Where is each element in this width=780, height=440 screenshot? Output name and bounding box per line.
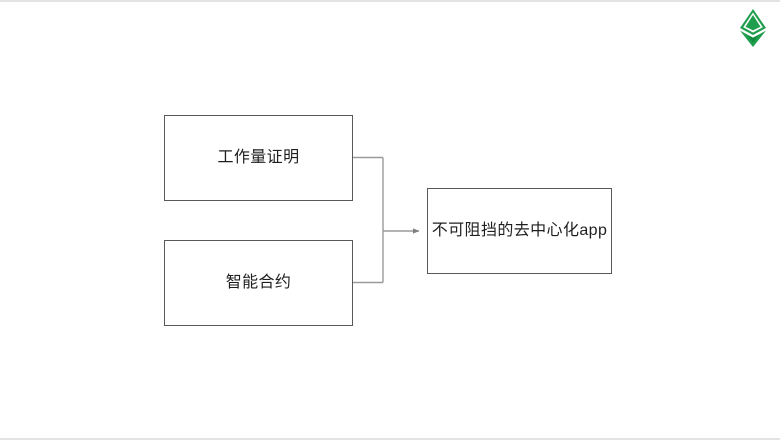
flow-node-label: 不可阻挡的去中心化app <box>431 222 608 240</box>
ethereum-logo <box>736 8 770 48</box>
flow-node-decentralized-app: 不可阻挡的去中心化app <box>427 188 612 274</box>
flow-node-proof-of-work: 工作量证明 <box>164 115 353 201</box>
flow-node-label: 智能合约 <box>225 274 292 292</box>
flow-node-label: 工作量证明 <box>217 149 300 167</box>
flow-node-smart-contract: 智能合约 <box>164 240 353 326</box>
